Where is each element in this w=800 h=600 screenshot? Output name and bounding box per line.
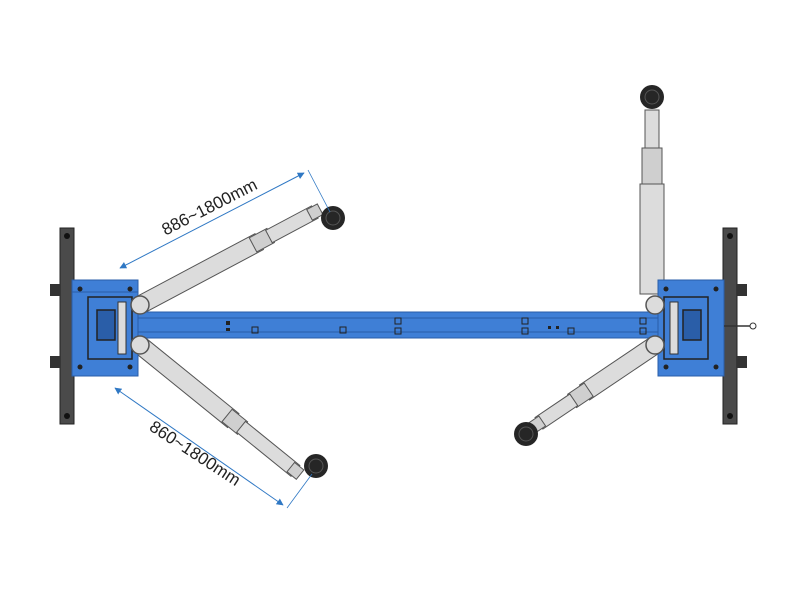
upper-right-arm — [639, 109, 665, 295]
upper-right-pad — [640, 85, 664, 109]
lower-right-pad — [514, 422, 538, 446]
crossbeam — [124, 311, 666, 339]
left-post — [50, 227, 75, 425]
upper-left-pad — [321, 206, 345, 230]
right-carriage — [645, 279, 757, 377]
upper-arm-range-label: 886~1800mm — [159, 175, 261, 239]
lower-left-pad — [304, 454, 328, 478]
lower-right-arm — [528, 336, 661, 434]
upper-left-arm — [135, 203, 324, 314]
left-carriage — [71, 279, 150, 377]
